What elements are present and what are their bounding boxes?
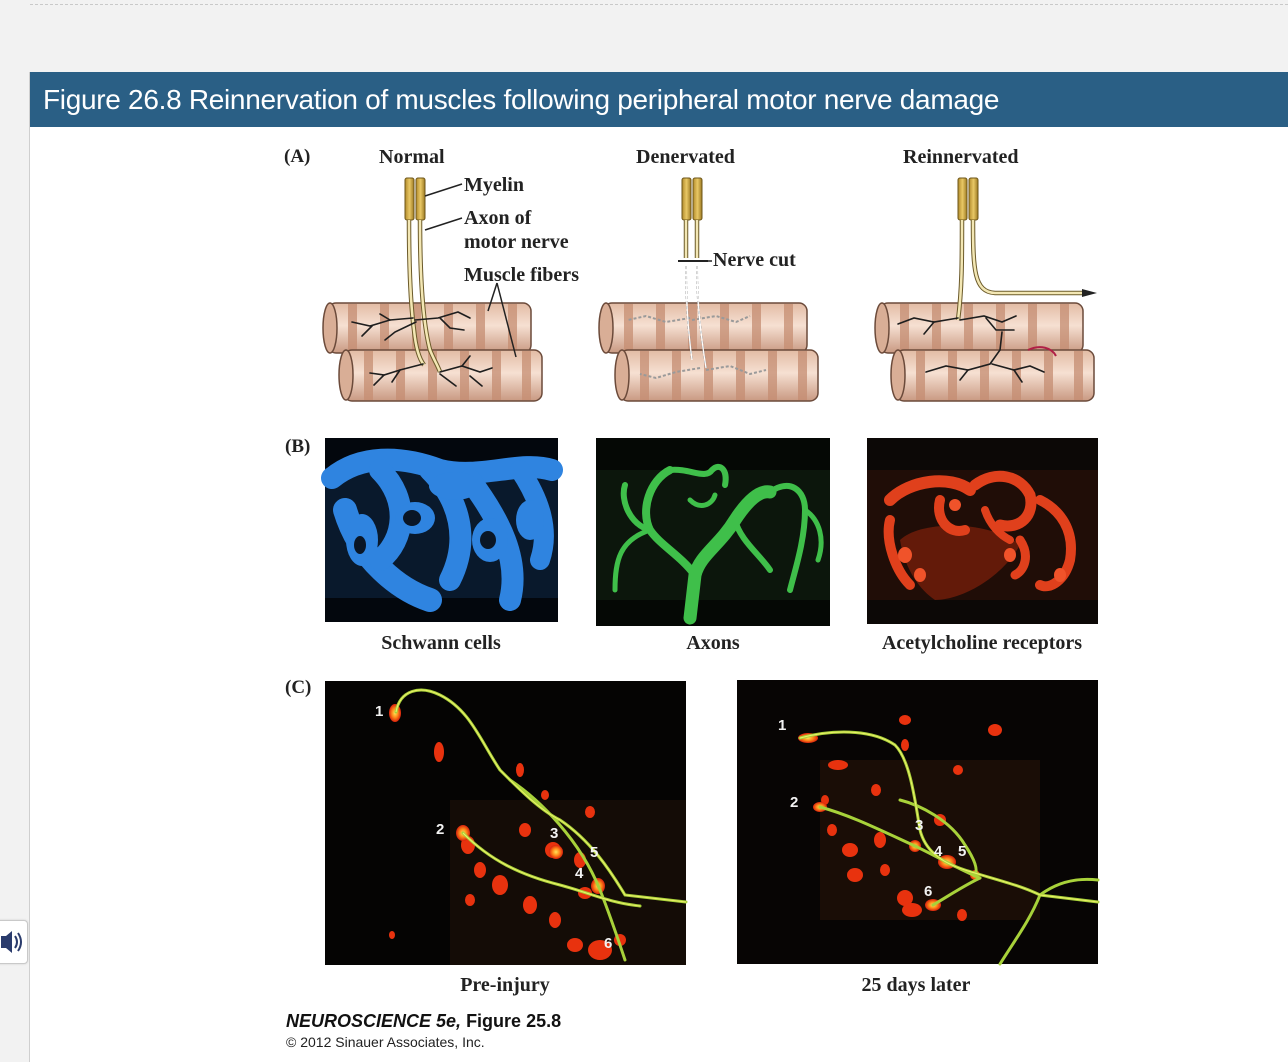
figure-title: Figure 26.8 Reinnervation of muscles fol… <box>43 84 1000 115</box>
copyright-notice: © 2012 Sinauer Associates, Inc. <box>286 1034 485 1050</box>
axons-micrograph <box>596 438 830 626</box>
post-number-5: 5 <box>958 843 966 860</box>
panel-b-letter: (B) <box>285 436 310 457</box>
audio-button[interactable] <box>0 920 28 964</box>
pre-number-4: 4 <box>575 865 584 882</box>
figure-title-bar: Figure 26.8 Reinnervation of muscles fol… <box>30 72 1288 127</box>
pre-number-5: 5 <box>590 844 598 861</box>
post-number-1: 1 <box>778 717 786 734</box>
normal-muscle-diagram <box>322 177 543 402</box>
post-number-4: 4 <box>934 843 943 860</box>
label-nerve-cut: Nerve cut <box>713 249 796 271</box>
pre-number-6: 6 <box>604 935 612 952</box>
panel-a-letter: (A) <box>284 146 310 167</box>
label-axon-line1: Axon of <box>464 207 532 229</box>
top-divider <box>30 4 1288 5</box>
book-credit: NEUROSCIENCE 5e, Figure 25.8 <box>286 1011 561 1032</box>
caption-pre-injury: Pre-injury <box>460 974 550 996</box>
label-myelin: Myelin <box>464 174 524 196</box>
acetylcholine-receptors-micrograph <box>867 438 1098 624</box>
caption-acetylcholine-receptors: Acetylcholine receptors <box>882 632 1082 654</box>
book-figure-number: Figure 25.8 <box>466 1011 562 1031</box>
caption-axons: Axons <box>686 632 740 654</box>
book-title: NEUROSCIENCE 5e, <box>286 1011 462 1031</box>
caption-schwann-cells: Schwann cells <box>381 632 501 654</box>
post-number-2: 2 <box>790 794 798 811</box>
post-number-3: 3 <box>915 817 923 834</box>
pre-number-1: 1 <box>375 703 383 720</box>
reinnervated-muscle-diagram <box>874 177 1097 402</box>
panel-c-letter: (C) <box>285 677 311 698</box>
label-muscle-fibers: Muscle fibers <box>464 264 579 286</box>
speaker-icon <box>1 931 22 953</box>
column-label-denervated: Denervated <box>636 146 735 168</box>
25-days-later-micrograph: 1 2 3 4 5 6 <box>737 680 1100 966</box>
pre-number-2: 2 <box>436 821 444 838</box>
denervated-muscle-diagram <box>598 177 819 402</box>
pre-injury-micrograph: 1 2 3 4 5 6 <box>325 681 688 965</box>
column-label-normal: Normal <box>379 146 445 168</box>
label-axon-line2: motor nerve <box>464 231 569 253</box>
schwann-cells-micrograph <box>321 438 563 622</box>
column-label-reinnervated: Reinnervated <box>903 146 1019 168</box>
post-number-6: 6 <box>924 883 932 900</box>
caption-25-days-later: 25 days later <box>862 974 971 996</box>
muscle-fiber-front <box>338 349 543 402</box>
muscle-fiber-back <box>322 302 532 354</box>
pre-number-3: 3 <box>550 825 558 842</box>
